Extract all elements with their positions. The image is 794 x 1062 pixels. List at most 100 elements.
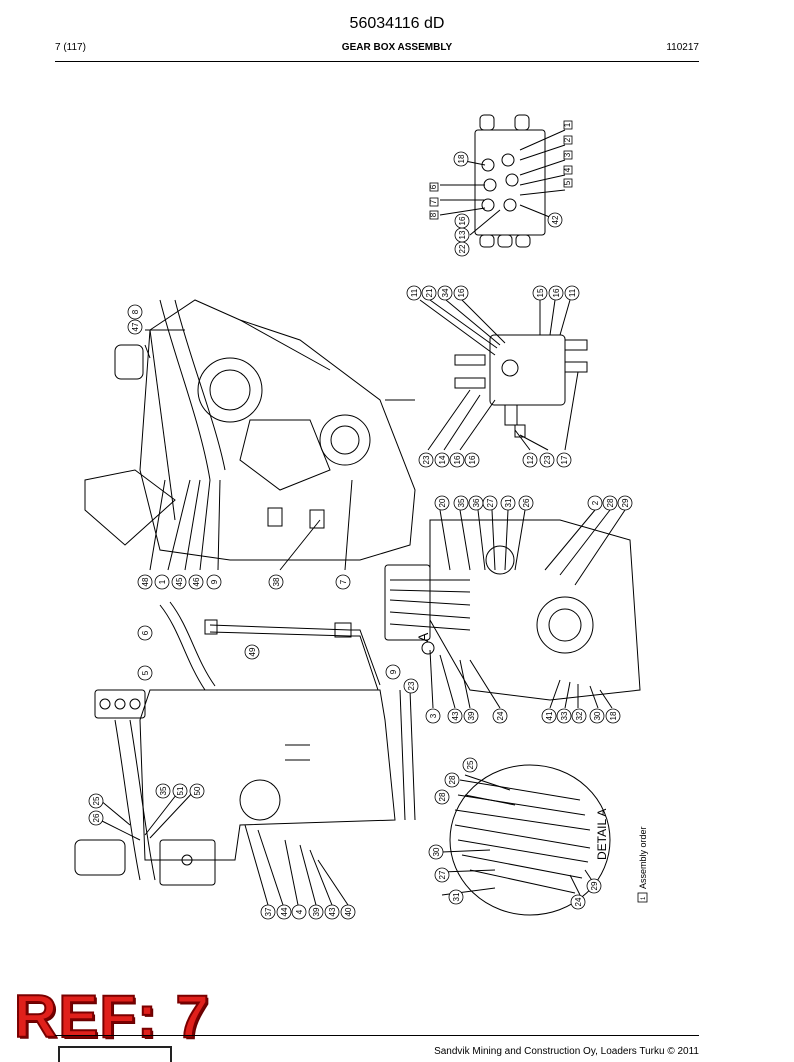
callout-bubble: 35: [453, 495, 469, 511]
callout-bubble: 38: [268, 574, 284, 590]
svg-text:2: 2: [563, 137, 572, 142]
svg-text:35: 35: [159, 786, 168, 795]
callout-bubble: 41: [541, 708, 557, 724]
svg-text:24: 24: [574, 897, 583, 906]
svg-text:51: 51: [176, 786, 185, 795]
callout-bubble: 48: [137, 574, 153, 590]
svg-text:16: 16: [552, 288, 561, 297]
svg-text:23: 23: [422, 455, 431, 464]
svg-text:11: 11: [568, 288, 577, 297]
callout-bubble: 26: [88, 810, 104, 826]
callout-bubble: 13: [454, 227, 470, 243]
callout-bubble: 43: [447, 708, 463, 724]
svg-text:31: 31: [452, 892, 461, 901]
svg-text:29: 29: [590, 881, 599, 890]
callout-bubble: 37: [260, 904, 276, 920]
callout-bubble: 1: [154, 574, 170, 590]
svg-text:33: 33: [560, 711, 569, 720]
svg-text:48: 48: [141, 577, 150, 586]
svg-text:11: 11: [410, 288, 419, 297]
callout-bubble: 25: [88, 793, 104, 809]
callout-bubble: 31: [500, 495, 516, 511]
callout-bubble: 14: [434, 452, 450, 468]
callout-bubble: 15: [532, 285, 548, 301]
callout-bubble: 27: [434, 867, 450, 883]
svg-text:17: 17: [560, 455, 569, 464]
svg-text:47: 47: [131, 322, 140, 331]
svg-text:3: 3: [563, 152, 572, 157]
callout-bubble: 31: [448, 889, 464, 905]
detail-a-view: [441, 764, 611, 916]
callout-bubble: 8: [127, 304, 143, 320]
callout-bubble: 24: [492, 708, 508, 724]
callout-bubble: 29: [586, 878, 602, 894]
callout-bubble: 23: [403, 678, 419, 694]
sandvik-logo: [58, 1046, 172, 1062]
callout-bubble: 33: [556, 708, 572, 724]
callout-bubble: 16: [464, 452, 480, 468]
hoses: [159, 601, 416, 821]
svg-text:5: 5: [141, 670, 150, 675]
callout-box: 6: [429, 182, 439, 192]
svg-text:45: 45: [175, 577, 184, 586]
svg-text:27: 27: [438, 870, 447, 879]
callout-bubble: 2: [587, 495, 603, 511]
callout-bubble: 23: [418, 452, 434, 468]
detail-a-marker: A: [415, 632, 431, 642]
svg-text:13: 13: [458, 230, 467, 239]
callout-bubble: 11: [564, 285, 580, 301]
callout-bubble: 45: [171, 574, 187, 590]
callout-bubble: 18: [453, 151, 469, 167]
callout-box: 4: [563, 165, 573, 175]
svg-text:39: 39: [312, 907, 321, 916]
callout-bubble: 12: [522, 452, 538, 468]
callout-bubble: 11: [406, 285, 422, 301]
svg-text:16: 16: [457, 288, 466, 297]
svg-text:40: 40: [344, 907, 353, 916]
callout-bubble: 16: [454, 213, 470, 229]
svg-text:29: 29: [621, 498, 630, 507]
callout-bubble: 29: [617, 495, 633, 511]
svg-text:46: 46: [192, 577, 201, 586]
svg-text:Assembly order: Assembly order: [638, 826, 648, 889]
callout-bubble: 18: [605, 708, 621, 724]
callout-bubble: 39: [463, 708, 479, 724]
callout-bubble: 26: [518, 495, 534, 511]
page-title: GEAR BOX ASSEMBLY: [341, 42, 453, 53]
svg-text:21: 21: [425, 288, 434, 297]
svg-text:7: 7: [429, 199, 438, 204]
svg-text:41: 41: [545, 711, 554, 720]
ref-stamp: REF: 7: [13, 982, 211, 1051]
svg-text:49: 49: [248, 647, 257, 656]
svg-text:28: 28: [606, 498, 615, 507]
copyright-text: Sandvik Mining and Construction Oy, Load…: [434, 1046, 699, 1057]
callout-bubble: 43: [324, 904, 340, 920]
detail-a-title: DETAIL A: [595, 809, 609, 860]
svg-text:14: 14: [438, 455, 447, 464]
svg-text:32: 32: [575, 711, 584, 720]
document-number: 56034116 dD: [349, 15, 445, 32]
callout-bubble: 4: [291, 904, 307, 920]
svg-text:36: 36: [472, 498, 481, 507]
svg-text:15: 15: [536, 288, 545, 297]
svg-text:25: 25: [466, 760, 475, 769]
callout-bubble: 6: [137, 625, 153, 641]
revision-date: 110217: [666, 42, 699, 53]
svg-text:35: 35: [457, 498, 466, 507]
svg-text:8: 8: [429, 212, 438, 217]
callout-box: 2: [563, 135, 573, 145]
svg-text:8: 8: [131, 309, 140, 314]
svg-text:20: 20: [438, 498, 447, 507]
svg-text:9: 9: [210, 579, 219, 584]
callout-bubble: 9: [206, 574, 222, 590]
valve-block-mid: [419, 299, 588, 451]
callout-bubble: 36: [468, 495, 484, 511]
callout-bubble: 23: [539, 452, 555, 468]
svg-text:24: 24: [496, 711, 505, 720]
callout-box: 5: [563, 178, 573, 188]
page-number: 7 (117): [55, 42, 86, 53]
svg-text:25: 25: [92, 796, 101, 805]
svg-text:38: 38: [272, 577, 281, 586]
callout-bubble: 28: [444, 772, 460, 788]
svg-text:30: 30: [432, 847, 441, 856]
